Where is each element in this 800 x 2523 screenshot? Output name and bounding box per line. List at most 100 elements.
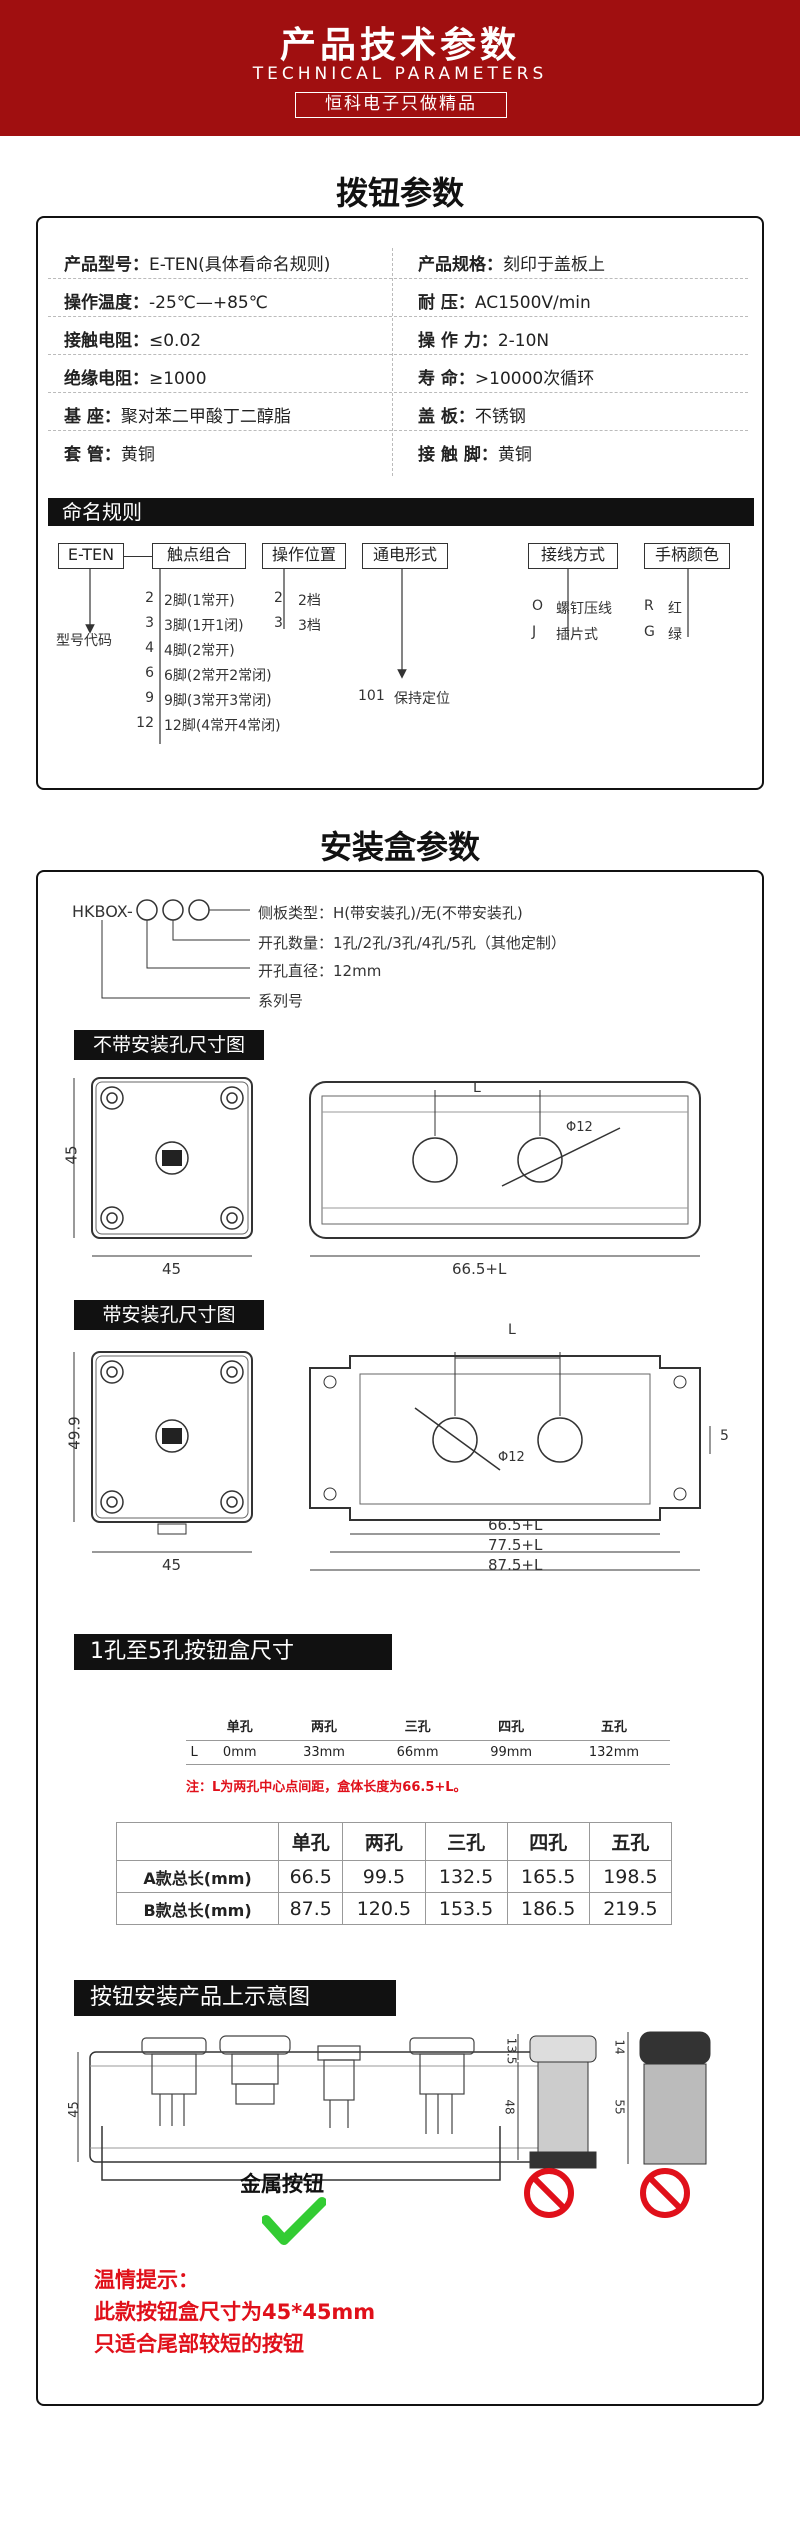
checkmark-icon: [262, 2197, 326, 2245]
table-cell: 66mm: [396, 1744, 439, 1760]
contact-text: 3脚(1开1闭): [164, 618, 244, 634]
wiring-text: 螺钉压线: [556, 601, 612, 617]
install-dim-48: 48: [502, 2099, 517, 2115]
param-left-5: 基 座：聚对苯二甲酸丁二醇脂: [64, 407, 291, 427]
contact-num: 9: [145, 690, 154, 706]
row-divider: [48, 278, 748, 279]
param-left-6: 套 管：黄铜: [64, 445, 155, 465]
table-cell: B款总长(mm): [115, 1892, 280, 1925]
table-row: L 0mm 33mm 66mm 99mm 132mm: [186, 1740, 670, 1764]
naming-position-box: 操作位置: [262, 543, 346, 569]
size-title: 1孔至5孔按钮盒尺寸: [74, 1634, 392, 1670]
total-length-table: 单孔 两孔 三孔 四孔 五孔 A款总长(mm) 66.5 99.5 132.5 …: [115, 1822, 673, 1925]
tip-line-1: 此款按钮盒尺寸为45*45mm: [94, 2300, 376, 2324]
contact-num: 3: [145, 615, 154, 631]
dim-h45: 45: [62, 1145, 81, 1165]
param-divider: [392, 248, 393, 476]
table-cell: A款总长(mm): [115, 1860, 280, 1893]
param-right-1: 产品规格：刻印于盖板上: [418, 255, 605, 275]
table-cell: 198.5: [588, 1860, 673, 1893]
table-row: A款总长(mm) 66.5 99.5 132.5 165.5 198.5: [115, 1860, 673, 1893]
table-header: 两孔: [342, 1822, 426, 1861]
header-banner: 产品技术参数 TECHNICAL PARAMETERS 恒科电子只做精品: [0, 0, 800, 136]
install-title: 按钮安装产品上示意图: [74, 1980, 396, 2016]
wiring-num: O: [532, 598, 544, 614]
naming-model-box: E-TEN: [58, 543, 124, 569]
box-params-title: 安装盒参数: [319, 828, 480, 866]
table-header: 三孔: [424, 1822, 508, 1861]
table-cell: 0mm: [222, 1744, 257, 1760]
size-note: 注：L为两孔中心点间距，盒体长度为66.5+L。: [186, 1780, 467, 1795]
table-cell: 132.5: [424, 1860, 508, 1893]
table-row: B款总长(mm) 87.5 120.5 153.5 186.5 219.5: [115, 1892, 673, 1925]
color-num: G: [644, 624, 655, 640]
table-cell: 33mm: [303, 1744, 345, 1760]
box-code-diagram: [101, 899, 250, 999]
no-hole-title: 不带安装孔尺寸图: [74, 1030, 264, 1060]
box-params-panel: [36, 870, 764, 2406]
param-right-2: 耐 压：AC1500V/min: [418, 293, 591, 313]
naming-dash: [124, 556, 152, 557]
dim-len1: 66.5+L: [452, 1260, 507, 1278]
row-divider: [48, 354, 748, 355]
dim-five: 5: [720, 1428, 729, 1444]
table-header: [115, 1822, 280, 1861]
header-title: 产品技术参数: [279, 25, 520, 66]
table-header: 四孔: [506, 1822, 590, 1861]
dim-l-b: L: [508, 1322, 516, 1338]
contact-text: 4脚(2常开): [164, 643, 235, 659]
table-cell: 99mm: [490, 1744, 533, 1760]
contact-num: 6: [145, 665, 154, 681]
param-right-6: 接 触 脚：黄铜: [418, 445, 532, 465]
param-left-1: 产品型号：E-TEN(具体看命名规则): [64, 255, 331, 275]
wiring-text: 插片式: [556, 627, 598, 643]
naming-power-box: 通电形式: [362, 543, 448, 569]
naming-color-box: 手柄颜色: [644, 543, 730, 569]
param-right-3: 操 作 力：2-10N: [418, 331, 550, 351]
install-dim-45: 45: [66, 2101, 82, 2118]
table-header: 四孔: [498, 1720, 525, 1736]
dim-phi: Φ12: [566, 1120, 593, 1135]
l-spacing-table: 单孔 两孔 三孔 四孔 五孔 L 0mm 33mm 66mm 99mm 132m…: [186, 1712, 670, 1765]
metal-button-label: 金属按钮: [240, 2172, 324, 2196]
header-tagline: 恒科电子只做精品: [295, 92, 507, 118]
dim-w45b: 45: [162, 1556, 182, 1574]
with-hole-drawing: [73, 1351, 711, 1571]
install-dim-13-5: 13.5: [504, 2037, 519, 2065]
contact-text: 6脚(2常开2常闭): [164, 668, 272, 684]
table-cell: L: [190, 1744, 198, 1760]
naming-connector-lines: [85, 569, 689, 744]
contact-text: 9脚(3常开3常闭): [164, 693, 272, 709]
naming-wiring-box: 接线方式: [528, 543, 618, 569]
table-cell: 132mm: [588, 1744, 640, 1760]
tip-title: 温情提示：: [94, 2268, 199, 2292]
header-subtitle: TECHNICAL PARAMETERS: [252, 64, 548, 84]
table-header: 五孔: [600, 1720, 627, 1736]
color-text: 红: [668, 601, 682, 617]
position-num: 2: [274, 590, 283, 606]
no-hole-drawing: [73, 1077, 701, 1257]
color-num: R: [644, 598, 654, 614]
dim-len2c: 87.5+L: [488, 1556, 543, 1574]
dim-w45: 45: [162, 1260, 182, 1278]
param-left-2: 操作温度：-25℃—+85℃: [64, 293, 268, 313]
table-header: 两孔: [311, 1720, 338, 1736]
legend-series: 系列号: [258, 992, 304, 1010]
with-hole-title: 带安装孔尺寸图: [74, 1300, 264, 1330]
table-cell: 99.5: [342, 1860, 426, 1893]
install-diagram: [77, 2031, 711, 2181]
contact-num: 2: [145, 590, 154, 606]
table-header: 三孔: [404, 1720, 431, 1736]
table-header: 五孔: [588, 1822, 673, 1861]
table-header: 单孔: [226, 1720, 253, 1736]
contact-num: 12: [136, 715, 154, 731]
row-divider: [48, 430, 748, 431]
table-cell: 186.5: [506, 1892, 590, 1925]
legend-hole-count: 开孔数量：1孔/2孔/3孔/4孔/5孔（其他定制）: [258, 934, 566, 952]
install-dim-14: 14: [612, 2039, 627, 2055]
table-header: [186, 1712, 202, 1740]
param-left-3: 接触电阻：≤0.02: [64, 331, 202, 351]
contact-text: 2脚(1常开): [164, 593, 235, 609]
naming-model-label: 型号代码: [56, 633, 112, 649]
table-header: 单孔: [278, 1822, 344, 1861]
